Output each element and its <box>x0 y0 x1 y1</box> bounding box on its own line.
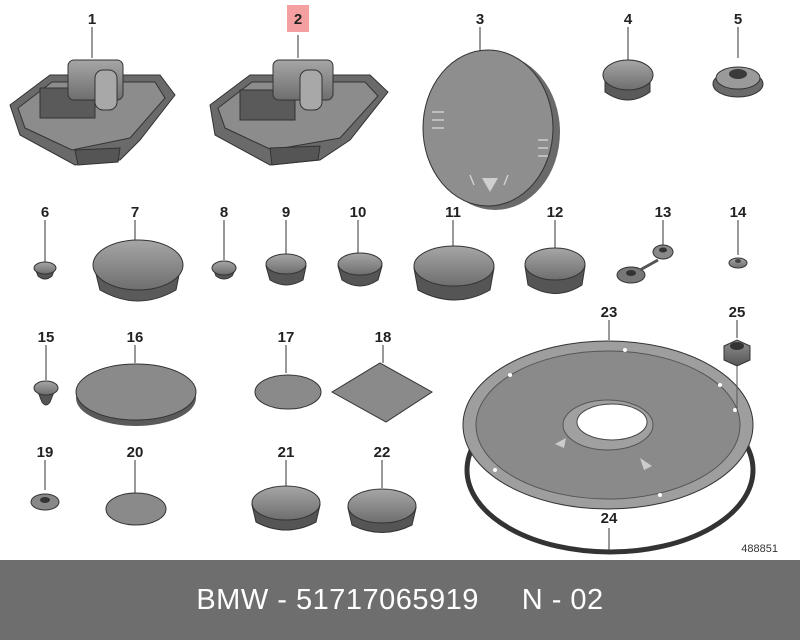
part-number: 51717065919 <box>295 583 479 616</box>
highlight-box <box>287 5 309 32</box>
part-11-plug <box>413 245 495 301</box>
part-25-nut <box>723 339 751 410</box>
label-18: 18 <box>375 329 392 346</box>
brand-name: BMW <box>196 583 269 616</box>
label-12: 12 <box>547 204 564 221</box>
part-7-plug <box>92 239 184 302</box>
leader-lines <box>44 27 739 550</box>
part-22-plug <box>347 488 417 533</box>
part-20-pad <box>105 492 167 526</box>
label-13: 13 <box>655 204 672 221</box>
position-code: N - 02 <box>521 583 604 616</box>
part-21-plug <box>251 485 321 531</box>
part-3-cover <box>422 49 560 210</box>
part-8-plug <box>211 260 237 280</box>
part-15-clip <box>33 380 59 406</box>
label-20: 20 <box>127 444 144 461</box>
label-25: 25 <box>729 304 746 321</box>
part-4-plug <box>602 59 654 101</box>
label-1: 1 <box>88 11 96 28</box>
part-2-jack-pad <box>209 59 389 166</box>
label-7: 7 <box>131 204 139 221</box>
label-14: 14 <box>730 204 747 221</box>
label-10: 10 <box>350 204 367 221</box>
label-4: 4 <box>624 11 633 28</box>
label-22: 22 <box>374 444 391 461</box>
label-5: 5 <box>734 11 742 28</box>
part-14-plug <box>728 257 748 269</box>
part-10-plug <box>337 252 383 287</box>
label-21: 21 <box>278 444 295 461</box>
part-6-plug <box>33 261 57 280</box>
label-24: 24 <box>601 510 618 527</box>
label-23: 23 <box>601 304 618 321</box>
spacer <box>479 584 522 617</box>
label-11: 11 <box>445 204 461 221</box>
part-19-grommet <box>30 493 60 511</box>
part-18-pad <box>331 362 433 423</box>
part-12-plug <box>524 247 586 294</box>
part-1-jack-pad <box>9 59 176 166</box>
part-13-grommet <box>616 244 674 284</box>
label-6: 6 <box>41 204 49 221</box>
label-15: 15 <box>38 329 55 346</box>
label-3: 3 <box>476 11 484 28</box>
label-9: 9 <box>282 204 290 221</box>
part-9-plug <box>265 253 307 286</box>
label-2: 2 <box>294 11 302 28</box>
parts-diagram: 1 2 3 4 5 6 7 8 9 10 11 12 13 14 15 16 1… <box>9 5 778 555</box>
part-23-plate <box>462 340 754 510</box>
separator: - <box>268 583 296 616</box>
part-5-grommet <box>712 66 764 98</box>
label-8: 8 <box>220 204 228 221</box>
part-17-pad <box>254 374 322 410</box>
part-number-banner: BMW - 51717065919 N - 02 <box>0 560 800 640</box>
part-16-pad <box>75 363 197 426</box>
label-19: 19 <box>37 444 54 461</box>
label-17: 17 <box>278 329 295 346</box>
part-labels: 1 2 3 4 5 6 7 8 9 10 11 12 13 14 15 16 1… <box>37 11 747 527</box>
document-number: 488851 <box>741 543 778 555</box>
label-16: 16 <box>127 329 144 346</box>
